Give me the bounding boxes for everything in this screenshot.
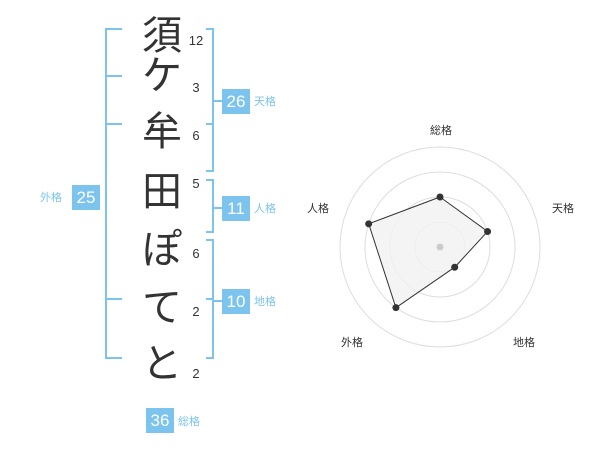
stroke-count-5: 6	[192, 246, 200, 261]
tenkaku-stem	[214, 100, 222, 102]
chikaku-value: 10	[222, 289, 250, 314]
gaikaku-tick-1	[105, 75, 122, 77]
name-char-5: ぽ	[142, 227, 182, 273]
radar-ring	[364, 171, 516, 323]
soukaku-value: 36	[146, 408, 174, 433]
radar-label-gaikaku: 外格	[341, 335, 363, 349]
radar-label-soukaku: 総格	[430, 123, 452, 137]
radar-point	[436, 193, 444, 201]
name-char-3: 牟	[142, 109, 182, 155]
radar-polygon	[368, 196, 489, 309]
name-char-1: 須	[142, 13, 182, 59]
stroke-count-6: 2	[192, 304, 200, 319]
radar-point	[451, 263, 459, 271]
tenkaku-bracket	[206, 28, 214, 172]
radar-point	[365, 220, 373, 228]
stroke-count-1: 12	[188, 33, 204, 48]
gaikaku-label: 外格	[40, 191, 62, 204]
gaikaku-value: 25	[72, 185, 100, 210]
name-char-7: と	[142, 341, 182, 387]
jinkaku-value: 11	[222, 196, 250, 221]
jinkaku-bracket	[206, 179, 214, 233]
tenkaku-value: 26	[222, 89, 250, 114]
chikaku-label: 地格	[254, 295, 276, 308]
jinkaku-label: 人格	[254, 202, 276, 215]
gaikaku-tick-3	[105, 298, 122, 300]
chikaku-tick	[206, 298, 214, 300]
radar-center-dot	[436, 243, 444, 251]
stroke-count-7: 2	[192, 366, 200, 381]
stroke-count-4: 5	[192, 176, 200, 191]
gaikaku-bracket	[105, 28, 122, 359]
stroke-count-2: 3	[192, 80, 200, 95]
stroke-count-3: 6	[192, 128, 200, 143]
radar-ring	[339, 146, 541, 348]
radar-label-tenkaku: 天格	[552, 201, 574, 215]
soukaku-label: 総格	[178, 415, 200, 428]
name-char-2: ケ	[142, 53, 182, 99]
radar-point	[392, 304, 400, 312]
name-char-4: 田	[142, 169, 182, 215]
radar-label-jinkaku: 人格	[307, 201, 329, 215]
jinkaku-stem	[214, 207, 222, 209]
radar-point	[484, 228, 492, 236]
radar-label-chikaku: 地格	[513, 335, 535, 349]
gaikaku-tick-2	[105, 123, 122, 125]
name-char-6: て	[142, 285, 182, 331]
chikaku-stem	[214, 300, 222, 302]
tenkaku-label: 天格	[254, 95, 276, 108]
tenkaku-tick	[206, 123, 214, 125]
